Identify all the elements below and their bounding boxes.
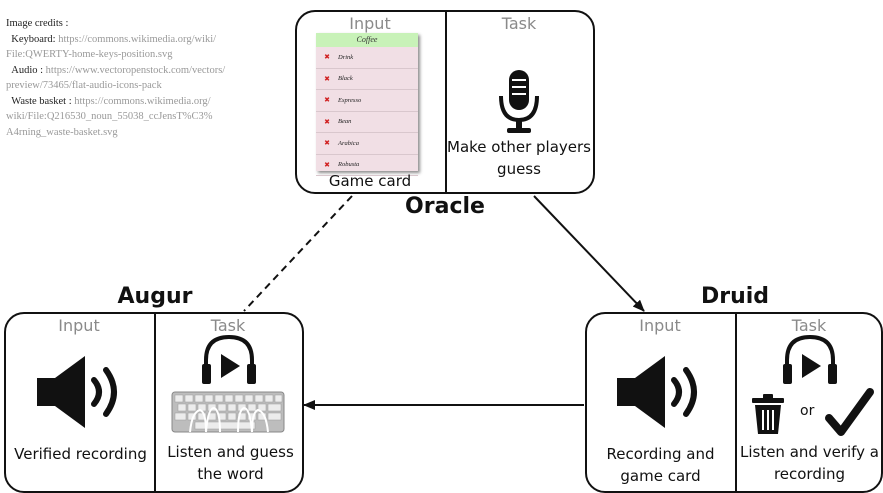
augur-input-label: Verified recording <box>14 445 147 463</box>
game-card: Coffee ✖ Drink ✖ Black ✖ Espresso ✖ Bean ✖ Ar… <box>316 33 418 176</box>
oracle-task-header: Task <box>501 14 537 33</box>
checkmark-icon <box>825 388 874 436</box>
oracle-input-label: Game card <box>328 172 412 190</box>
oracle-input-header: Input <box>349 14 391 33</box>
oracle-task-label-line: guess <box>497 160 541 178</box>
oracle-task-label: Make other players guess <box>444 136 594 180</box>
oracle-divider <box>445 12 447 192</box>
credit-audio: Audio : https://www.vectoropenstock.com/… <box>6 63 296 79</box>
credit-waste-basket: Waste basket : https://commons.wikimedia… <box>6 94 296 110</box>
credit-label: Audio : <box>11 64 44 76</box>
headphones-play-icon <box>202 334 256 384</box>
oracle-to-druid-arrow <box>533 195 645 312</box>
druid-task-label: Listen and verify a recording <box>737 441 882 485</box>
cross-icon: ✖ <box>324 160 330 169</box>
game-card-word: ✖ Robusta <box>316 155 418 176</box>
credit-label: Waste basket : <box>11 95 72 107</box>
druid-role-title: Druid <box>700 284 770 309</box>
augur-task-label-line: the word <box>197 465 264 483</box>
druid-divider <box>735 314 737 491</box>
credits-heading: Image credits : <box>6 18 69 29</box>
augur-input-header: Input <box>58 316 100 335</box>
speaker-icon <box>37 356 117 428</box>
druid-task-header: Task <box>791 316 827 335</box>
credit-url: https://commons.wikimedia.org/wiki/ <box>58 33 217 45</box>
image-credits: Image credits : Keyboard: https://common… <box>6 16 296 140</box>
augur-divider <box>154 314 156 491</box>
game-card-title: Coffee <box>316 33 418 47</box>
game-card-word-text: Robusta <box>338 161 360 169</box>
microphone-icon <box>499 70 539 133</box>
speaker-icon <box>617 356 697 428</box>
headphones-play-icon <box>783 334 837 384</box>
augur-task-label-line: Listen and guess <box>167 443 294 461</box>
druid-task-label-line: recording <box>773 465 846 483</box>
augur-role-title: Augur <box>117 284 193 309</box>
credit-url: wiki/File:Q216530_noun_55038_ccJensT%C3% <box>6 111 213 122</box>
credit-url: A4rning_waste-basket.svg <box>6 126 118 138</box>
oracle-augur-dashed-link <box>243 195 353 312</box>
cross-icon: ✖ <box>324 139 330 148</box>
credit-label: Keyboard: <box>11 33 56 45</box>
cross-icon: ✖ <box>324 53 330 62</box>
game-card-word: ✖ Drink <box>316 47 418 69</box>
game-card-word-text: Arabica <box>338 139 359 147</box>
game-card-word: ✖ Arabica <box>316 133 418 155</box>
credit-url: File:QWERTY-home-keys-position.svg <box>6 49 173 60</box>
credit-url: preview/73465/flat-audio-icons-pack <box>6 80 162 91</box>
keyboard-icon <box>171 391 285 433</box>
druid-or-text: or <box>800 403 815 419</box>
druid-input-label-line: Recording and <box>606 445 715 463</box>
game-card-word-text: Drink <box>338 53 354 61</box>
credit-keyboard: Keyboard: https://commons.wikimedia.org/… <box>6 32 296 48</box>
augur-task-header: Task <box>210 316 246 335</box>
oracle-task-label-line: Make other players <box>447 138 591 156</box>
credit-url: https://commons.wikimedia.org/ <box>74 95 211 107</box>
game-card-word-text: Bean <box>338 118 352 126</box>
credit-url: https://www.vectoropenstock.com/vectors/ <box>45 64 226 76</box>
druid-input-label: Recording and game card <box>588 443 733 487</box>
druid-input-label-line: game card <box>620 467 701 485</box>
druid-task-label-line: Listen and verify a <box>739 443 879 461</box>
druid-input-header: Input <box>639 316 681 335</box>
game-card-word-text: Espresso <box>338 96 362 104</box>
augur-task-label: Listen and guess the word <box>158 441 303 485</box>
cross-icon: ✖ <box>324 117 330 126</box>
game-card-word: ✖ Bean <box>316 112 418 133</box>
trash-icon <box>752 394 784 434</box>
game-card-word: ✖ Espresso <box>316 90 418 112</box>
game-card-word-text: Black <box>338 75 353 83</box>
cross-icon: ✖ <box>324 96 330 105</box>
game-card-word: ✖ Black <box>316 69 418 90</box>
cross-icon: ✖ <box>324 74 330 83</box>
oracle-role-title: Oracle <box>405 194 485 219</box>
